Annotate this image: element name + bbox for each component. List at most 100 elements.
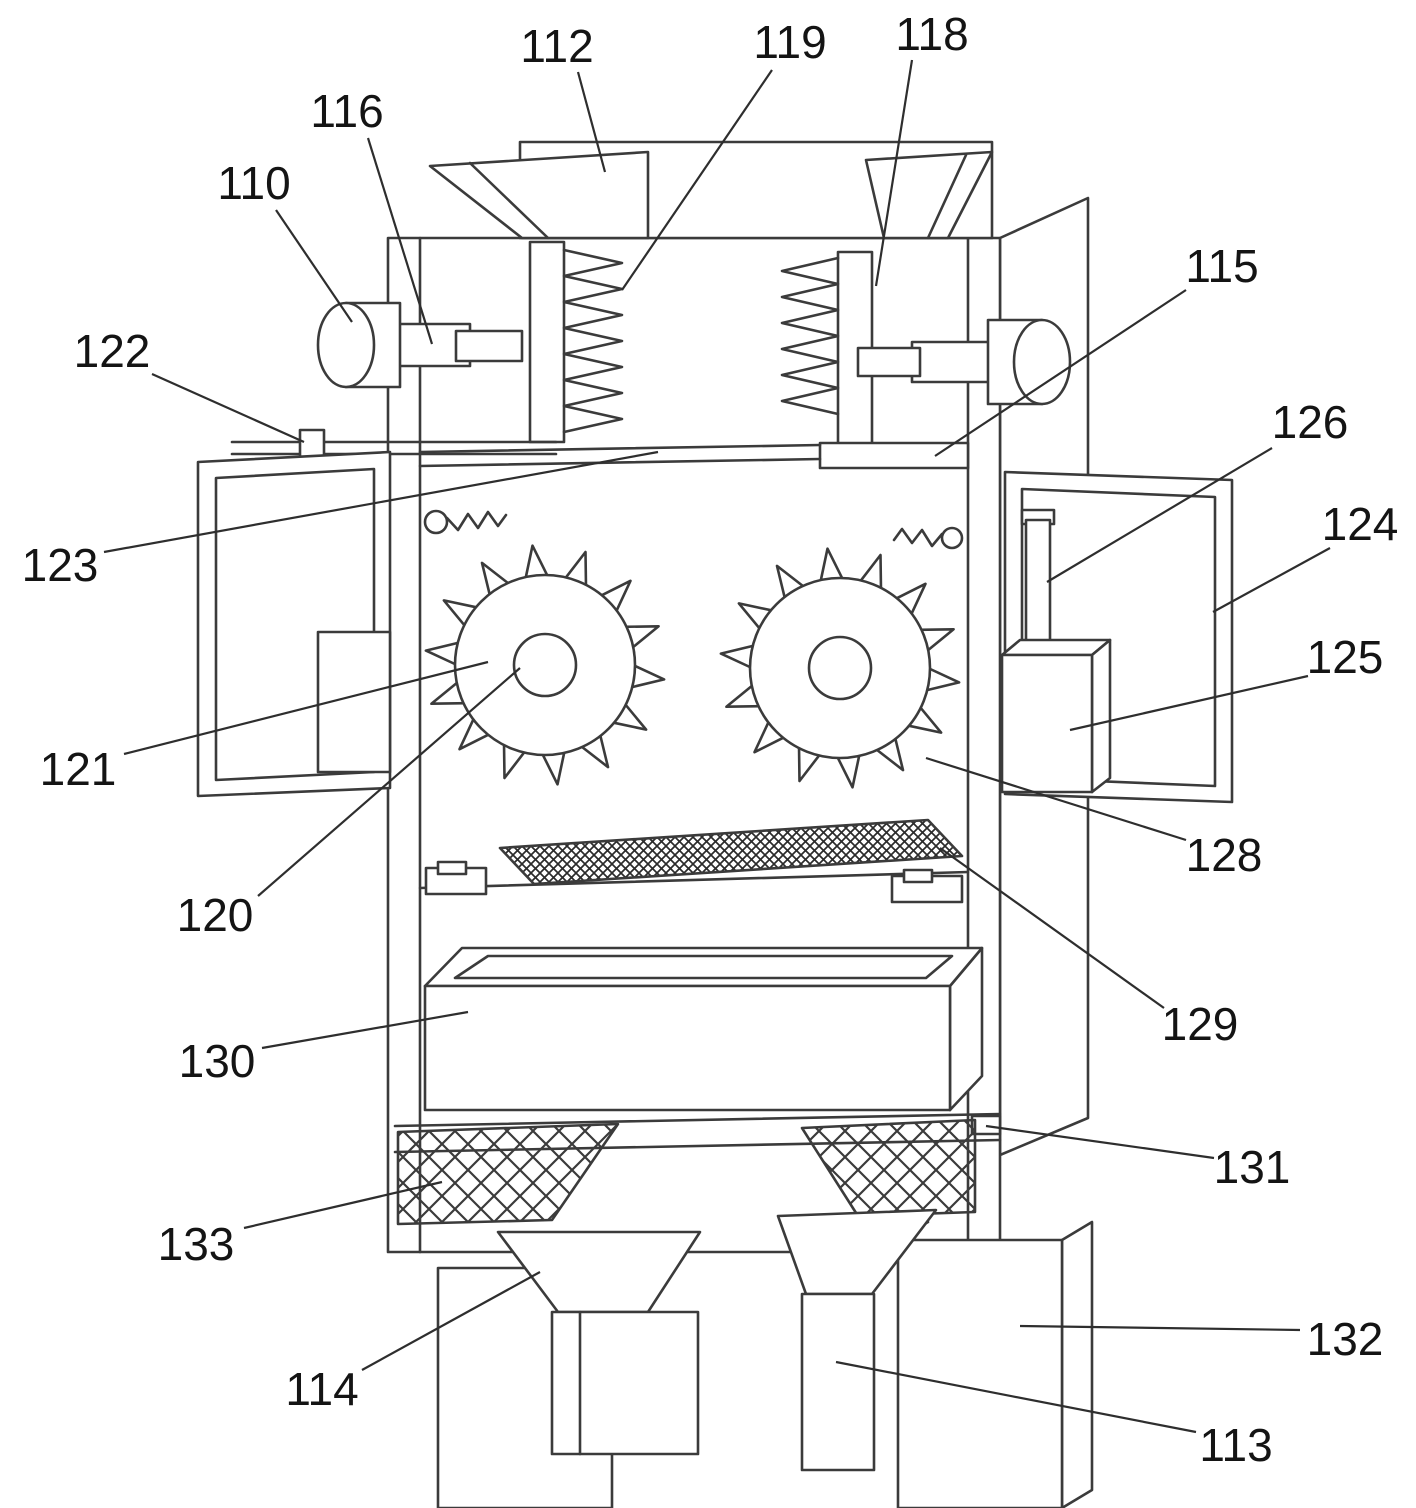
partition-top-line [393, 1112, 1002, 1128]
roller-teeth-right [719, 547, 961, 789]
filter-right [800, 1118, 977, 1218]
spring-left-eye [423, 509, 449, 535]
leader-124 [1212, 547, 1331, 613]
collection-tray [423, 946, 984, 1112]
hopper-funnel-right [864, 150, 994, 240]
ref-label-126: 126 [1272, 396, 1349, 448]
leader-131 [985, 1124, 1215, 1160]
guide-plate [418, 443, 822, 468]
mounting-plate-right [818, 441, 970, 470]
ref-label-115: 115 [1185, 240, 1258, 292]
drive-motor-left [316, 301, 524, 389]
motor-cap-right [1012, 318, 1072, 406]
leader-122 [151, 372, 305, 444]
screen-damper-left [436, 860, 468, 876]
ref-label-125: 125 [1307, 631, 1384, 683]
leader-120 [257, 667, 521, 897]
leader-lines [103, 59, 1331, 1434]
ref-label-128: 128 [1186, 829, 1263, 881]
screen-mesh [498, 818, 964, 886]
leader-118 [874, 59, 914, 287]
filter-right-panel [800, 1118, 977, 1218]
leader-114 [361, 1271, 541, 1371]
plate-115 [818, 441, 970, 470]
ref-label-129: 129 [1162, 998, 1239, 1050]
spring-right-eye [940, 526, 964, 550]
spring-right [892, 526, 964, 550]
side-box-front [1000, 653, 1094, 794]
ref-label-113: 113 [1199, 1419, 1272, 1471]
leader-128 [925, 756, 1187, 842]
guide-plate-top [418, 443, 822, 454]
side-box-side [1090, 638, 1112, 794]
ref-label-124: 124 [1322, 498, 1399, 550]
shaft-coupling-right [856, 346, 922, 378]
roller-teeth-left [424, 544, 666, 786]
leader-110 [275, 209, 353, 323]
shaft-coupling-left [454, 329, 524, 363]
leader-115 [934, 289, 1187, 457]
ref-label-123: 123 [22, 539, 99, 591]
hopper-funnel-right-inner [926, 153, 968, 240]
roller-hub-left [512, 632, 578, 698]
guide-plate-bottom [418, 457, 822, 468]
outlet-center-tube [800, 1292, 876, 1472]
leader-129 [939, 847, 1165, 1009]
leg-right-front [896, 1238, 1064, 1508]
leg-right-side [1060, 1220, 1094, 1508]
spring-left-coil [445, 510, 508, 532]
rack-teeth-left [562, 248, 624, 434]
support-frame-left [196, 450, 392, 798]
screen-shelf-line [418, 870, 970, 890]
reference-labels: 112 119 118 116 110 115 122 126 124 123 … [22, 8, 1399, 1471]
leader-130 [261, 1010, 469, 1050]
leader-126 [1046, 447, 1273, 583]
support-leg-right [896, 1220, 1094, 1508]
motor-shaft-right [910, 340, 992, 384]
leader-112 [576, 71, 607, 173]
rack-bar-left [528, 240, 566, 444]
ref-label-130: 130 [179, 1035, 256, 1087]
leader-133 [243, 1180, 443, 1230]
rack-teeth-right [780, 256, 840, 416]
ref-label-121: 121 [40, 743, 117, 795]
leader-119 [621, 69, 773, 291]
hopper-funnel-left [428, 150, 650, 240]
funnel-left-tube [550, 1310, 700, 1456]
discharge-outlet-center [776, 1208, 938, 1472]
ref-label-114: 114 [285, 1363, 358, 1415]
ref-label-112: 112 [520, 20, 593, 72]
spring-right-coil [892, 527, 944, 548]
leader-121 [123, 660, 489, 756]
leader-123 [103, 450, 659, 554]
feed-hopper [428, 140, 994, 240]
leader-132 [1019, 1324, 1301, 1332]
tray-top-face [423, 946, 984, 988]
vibrating-screen [498, 818, 964, 886]
roller-hub-right [807, 635, 873, 701]
ref-label-110: 110 [217, 157, 290, 209]
screen-supports [418, 860, 970, 904]
ref-label-118: 118 [895, 8, 968, 60]
crushing-roller-left [424, 544, 666, 786]
ref-label-116: 116 [310, 85, 383, 137]
ref-label-119: 119 [753, 16, 826, 68]
ref-label-122: 122 [74, 325, 151, 377]
ref-label-132: 132 [1307, 1313, 1384, 1365]
ref-label-133: 133 [158, 1218, 235, 1270]
machine-drawing-shapes [196, 140, 1234, 1508]
leader-116 [366, 137, 434, 345]
tray-front-face [423, 984, 952, 1112]
tray-opening [453, 954, 954, 980]
leader-125 [1069, 674, 1309, 732]
hopper-funnel-left-inner [468, 161, 550, 240]
hydraulic-rod [1020, 508, 1056, 658]
discharge-funnel-left [496, 1230, 702, 1456]
ref-label-120: 120 [177, 889, 254, 941]
ref-label-131: 131 [1214, 1141, 1291, 1193]
rod-126-body [1024, 518, 1052, 658]
motor-cap-left [316, 301, 376, 389]
screen-damper-right [902, 868, 934, 884]
